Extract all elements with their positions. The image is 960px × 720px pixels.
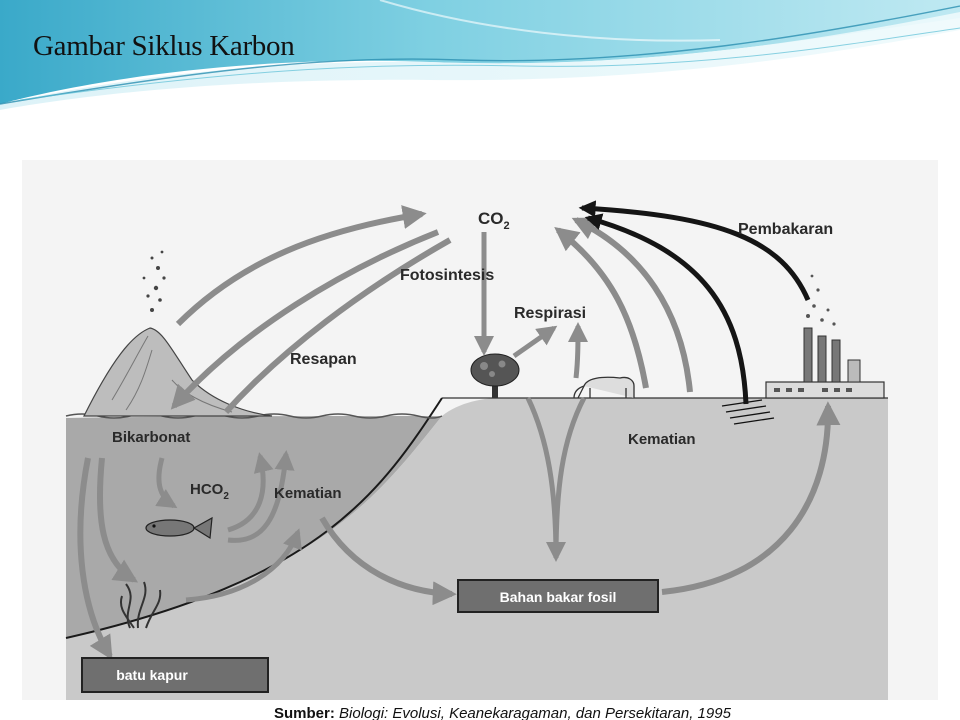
arrow-land-to-co2-1 bbox=[554, 227, 649, 389]
factory bbox=[765, 274, 885, 399]
limestone-label: batu kapur bbox=[116, 667, 188, 683]
arrow-decay-to-co2 bbox=[584, 213, 749, 405]
fossil-fuel-box: Bahan bakar fosil bbox=[457, 579, 659, 613]
fossil-fuel-label: Bahan bakar fosil bbox=[500, 589, 617, 605]
horse bbox=[573, 376, 635, 399]
arrow-land-to-co2-2 bbox=[571, 217, 693, 393]
respirasi-label: Respirasi bbox=[514, 305, 586, 322]
volcano bbox=[83, 250, 273, 417]
arrow-fish-to-kematian bbox=[227, 450, 295, 543]
arrow-horse-respiration bbox=[567, 322, 588, 379]
kematian-land-label: Kematian bbox=[628, 431, 696, 448]
arrow-fossil-to-factory bbox=[661, 401, 841, 595]
arrow-bikarbonat-down-left bbox=[77, 457, 113, 661]
arrow-combustion-to-co2 bbox=[578, 200, 811, 301]
pembakaran-label: Pembakaran bbox=[738, 221, 833, 238]
decay-hatching bbox=[721, 399, 775, 425]
kematian-sea-label: Kematian bbox=[274, 485, 342, 502]
arrow-co2-to-sea-1 bbox=[170, 229, 440, 410]
arrow-fish-loop bbox=[227, 452, 274, 533]
carbon-cycle-diagram: Bahan bakar fosil batu kapur CO2 Fotosin… bbox=[22, 160, 938, 720]
seaweed bbox=[120, 581, 162, 629]
arrow-tree-respiration bbox=[512, 325, 558, 359]
arrow-bikarbonat-to-hco2 bbox=[155, 457, 178, 509]
slide-title: Gambar Siklus Karbon bbox=[33, 30, 295, 62]
arrow-bikarbonat-to-seaweed bbox=[96, 457, 139, 583]
fish bbox=[145, 516, 213, 540]
co2-label: CO2 bbox=[478, 209, 510, 232]
arrow-co2-to-sea-2 bbox=[223, 237, 452, 415]
arrow-seaweed-to-kematian bbox=[185, 528, 302, 603]
bikarbonat-label: Bikarbonat bbox=[112, 429, 190, 446]
arrow-land-to-fossil-2 bbox=[553, 396, 587, 559]
arrow-volcano-to-co2 bbox=[175, 205, 427, 327]
land-region bbox=[66, 397, 888, 700]
resapan-label: Resapan bbox=[290, 351, 357, 368]
limestone-box: batu kapur bbox=[81, 657, 269, 693]
tree bbox=[470, 353, 520, 398]
arrow-kematian-to-fossil bbox=[319, 516, 457, 606]
hco2-label: HCO2 bbox=[190, 481, 229, 502]
source-caption: Sumber: Biologi: Evolusi, Keanekaragaman… bbox=[274, 705, 732, 720]
slide-header-decoration bbox=[0, 0, 960, 110]
fotosintesis-label: Fotosintesis bbox=[400, 267, 494, 284]
